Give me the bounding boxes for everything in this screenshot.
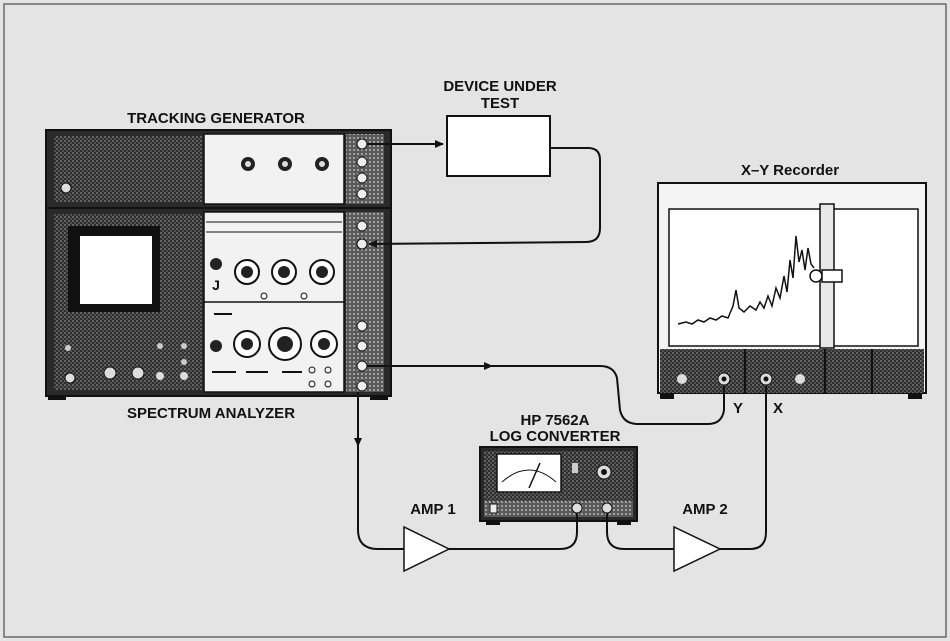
spectrum-analyzer-label: SPECTRUM ANALYZER (126, 405, 296, 422)
tracking-generator-label: TRACKING GENERATOR (127, 110, 305, 127)
cable-amp2-to-x (720, 386, 767, 550)
amp-1-label: AMP 1 (410, 501, 456, 518)
port-x-label: X (772, 400, 783, 417)
amp-2-label: AMP 2 (682, 501, 728, 518)
panel-j-label: J (212, 277, 220, 293)
xy-recorder (657, 182, 927, 399)
log-converter (479, 446, 638, 525)
amp-1-triangle-icon (403, 525, 451, 573)
tracking-generator (45, 129, 392, 209)
dut-label-line1: DEVICE UNDER (443, 78, 557, 95)
cable-sa-to-amp1 (357, 392, 404, 550)
xy-recorder-label: X–Y Recorder (740, 162, 840, 179)
frame-border (3, 3, 947, 638)
amp-2-triangle-icon (673, 525, 722, 573)
spectrum-analyzer (45, 207, 392, 400)
port-y-label: Y (732, 400, 743, 417)
cable-sa-to-y (367, 365, 725, 425)
cable-amp1-to-log (449, 513, 578, 550)
log-converter-label-line1: HP 7562A (520, 412, 590, 429)
cable-log-to-amp2 (606, 513, 674, 550)
log-converter-label-line2: LOG CONVERTER (489, 428, 621, 445)
dut-label-line2: TEST (480, 95, 520, 112)
cables (354, 140, 767, 550)
cable-dut-to-sa (368, 147, 601, 248)
device-under-test-box (446, 115, 551, 177)
